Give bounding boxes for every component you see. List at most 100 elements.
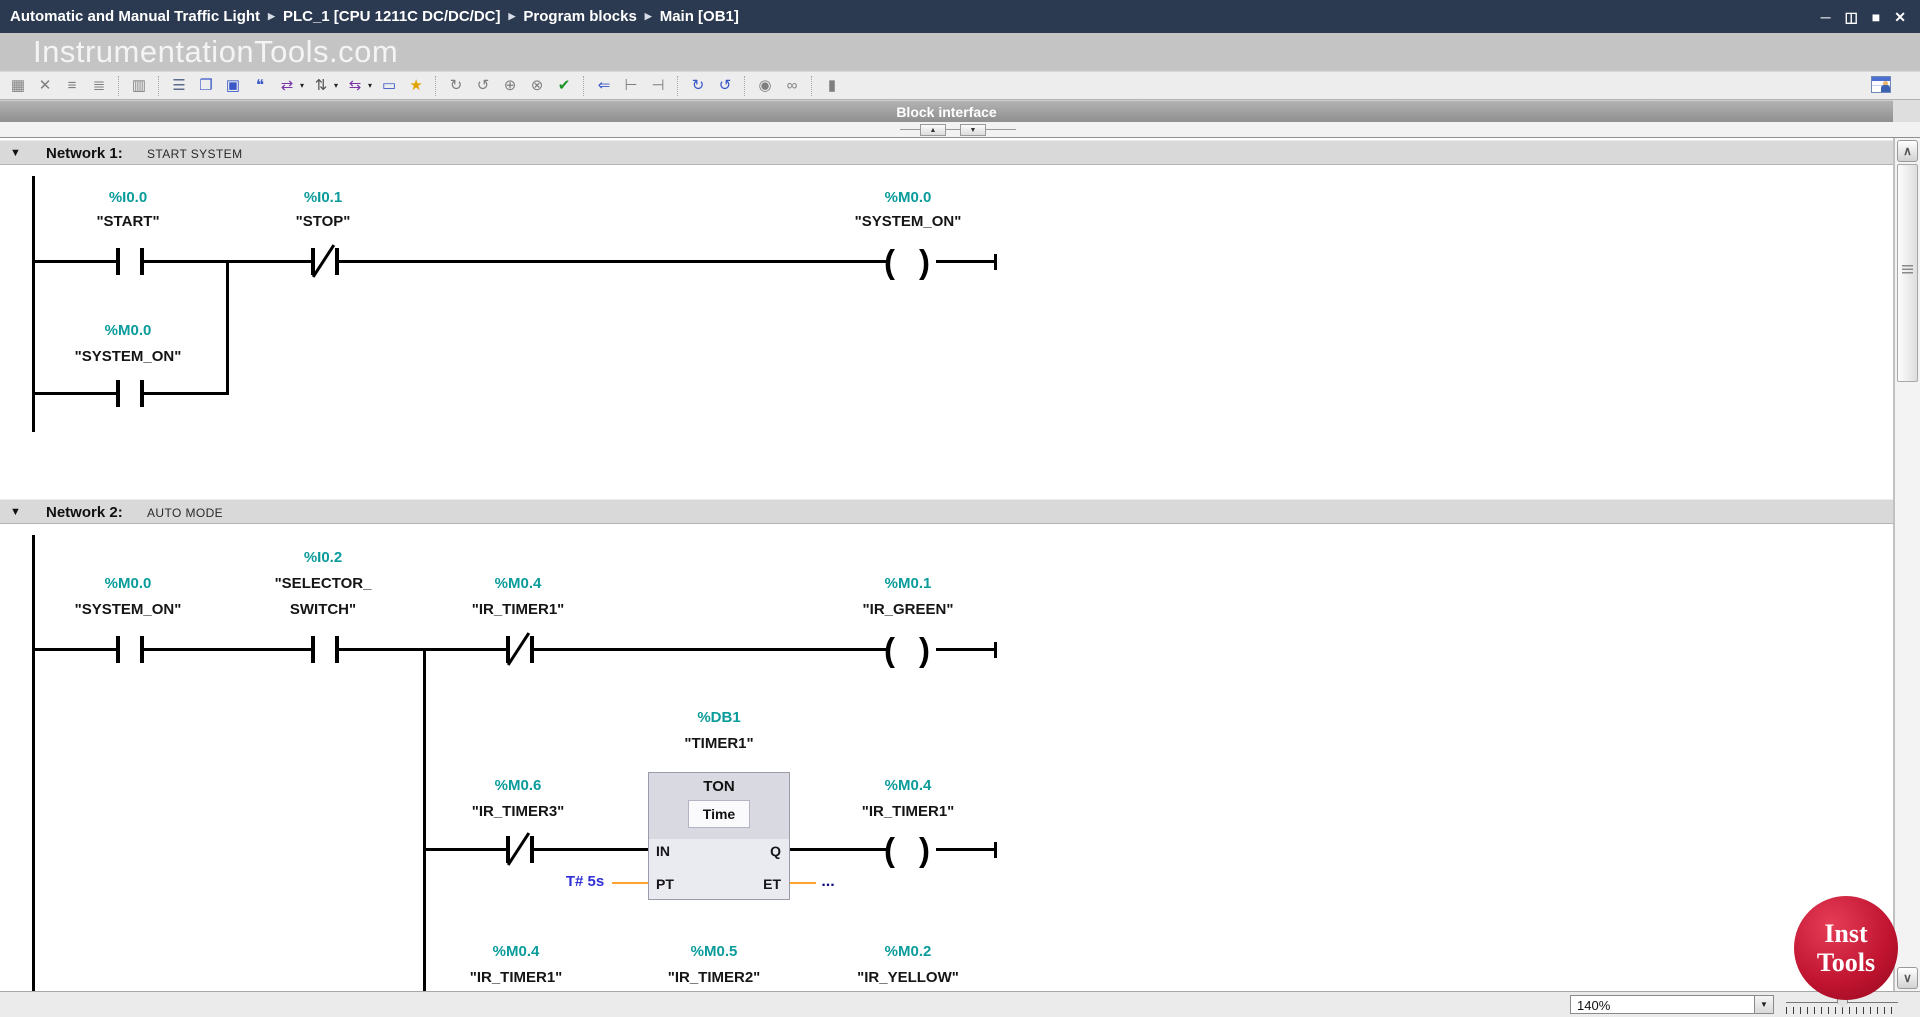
operand-address[interactable]: %I0.1 (303, 189, 343, 206)
keep-actual-values-icon[interactable]: ▥ (131, 77, 147, 94)
timer-datatype-field[interactable]: Time (688, 800, 750, 828)
vertical-scrollbar[interactable]: ∧ ∨ (1894, 138, 1920, 991)
goto-definition-icon[interactable]: ⇐ (597, 77, 611, 94)
dropdown-caret-icon[interactable]: ▾ (334, 81, 339, 90)
coil-symbol[interactable]: ( (884, 631, 895, 668)
consistency-check-icon[interactable]: ✔ (557, 77, 571, 94)
delete-network-icon[interactable]: ✕ (38, 77, 52, 94)
pt-constant-value[interactable]: T# 5s (565, 873, 605, 890)
favorites-icon[interactable]: ★ (409, 77, 423, 94)
insert-empty-line-icon[interactable]: ≡ (67, 77, 77, 94)
no-contact-selector[interactable] (311, 636, 315, 663)
operand-name[interactable]: "SYSTEM_ON" (74, 601, 182, 618)
dropdown-caret-icon[interactable]: ▾ (368, 81, 373, 90)
operand-address[interactable]: %M0.0 (104, 322, 152, 339)
call-environment-icon[interactable]: ↺ (476, 77, 490, 94)
nc-contact-ir-timer1[interactable] (506, 636, 510, 663)
pin-et-label[interactable]: ET (763, 876, 781, 892)
network1-header[interactable]: ▼ Network 1: START SYSTEM (0, 140, 1893, 165)
operand-name[interactable]: "IR_YELLOW" (857, 969, 959, 986)
operand-name[interactable]: "IR_TIMER3" (471, 803, 565, 820)
network-comments-icon[interactable]: ❝ (255, 77, 265, 94)
operand-address[interactable]: %M0.0 (884, 189, 932, 206)
network2-comment[interactable]: AUTO MODE (147, 506, 224, 520)
operand-address[interactable]: %M0.4 (492, 943, 540, 960)
network1-comment[interactable]: START SYSTEM (147, 147, 243, 161)
collapse-triangle-icon[interactable]: ▼ (10, 506, 21, 518)
monitor-selection-icon[interactable]: ◉ (758, 77, 772, 94)
coil-symbol[interactable]: ( (884, 831, 895, 868)
collapse-triangle-icon[interactable]: ▼ (10, 147, 21, 159)
operand-address[interactable]: %M0.2 (884, 943, 932, 960)
operand-address[interactable]: %M0.6 (494, 777, 542, 794)
close-button[interactable]: ✕ (1894, 8, 1906, 25)
operand-name[interactable]: "IR_TIMER1" (471, 601, 565, 618)
block-interface-bar[interactable]: Block interface (0, 100, 1893, 122)
operand-name[interactable]: SWITCH" (289, 601, 357, 618)
interface-collapse-button[interactable]: ▼ (960, 124, 986, 136)
expand-networks-icon[interactable]: ❐ (199, 77, 213, 94)
insert-coil-icon[interactable]: ⇆ (348, 77, 362, 94)
go-offline-icon[interactable]: ↺ (718, 77, 732, 94)
update-block-calls-icon[interactable]: ↻ (449, 77, 463, 94)
breadcrumb-plc[interactable]: PLC_1 [CPU 1211C DC/DC/DC] (282, 8, 501, 25)
operand-address[interactable]: %I0.2 (303, 549, 343, 566)
expand-all-icon[interactable]: ⊕ (503, 77, 517, 94)
operand-name[interactable]: "IR_TIMER1" (469, 969, 563, 986)
breadcrumb-project[interactable]: Automatic and Manual Traffic Light (10, 8, 261, 25)
no-contact-system-on[interactable] (116, 636, 120, 663)
breadcrumb-main-ob1[interactable]: Main [OB1] (659, 8, 739, 25)
pin-pt-label[interactable]: PT (656, 876, 674, 892)
scrollbar-thumb[interactable] (1897, 164, 1918, 382)
delete-empty-line-icon[interactable]: ≣ (92, 77, 106, 94)
nc-contact-stop[interactable] (311, 248, 315, 275)
dock-window-button[interactable]: ◫ (1844, 8, 1858, 25)
operand-address[interactable]: %M0.4 (884, 777, 932, 794)
operand-address[interactable]: %M0.4 (494, 575, 542, 592)
pin-q-label[interactable]: Q (770, 843, 781, 859)
goto-usage-icon[interactable]: ⊢ (624, 77, 638, 94)
operand-name[interactable]: "IR_TIMER1" (861, 803, 955, 820)
pin-in-label[interactable]: IN (656, 843, 670, 859)
no-contact-start[interactable] (116, 248, 120, 275)
interface-expand-button[interactable]: ▲ (920, 124, 946, 136)
monitoring-onoff-icon[interactable]: ∞ (786, 77, 798, 94)
operand-address[interactable]: %M0.5 (690, 943, 738, 960)
coil-symbol[interactable]: ( (884, 243, 895, 280)
operand-name[interactable]: "IR_TIMER2" (667, 969, 761, 986)
operand-address[interactable]: %I0.0 (108, 189, 148, 206)
absolute-operands-icon[interactable]: ☰ (172, 77, 186, 94)
empty-box-icon[interactable]: ▭ (381, 77, 397, 94)
interface-user-icon[interactable] (1871, 76, 1891, 93)
operand-name[interactable]: "STOP" (295, 213, 351, 230)
ton-timer-block[interactable]: TON Time IN Q PT ET (648, 772, 790, 900)
minimize-button[interactable]: ─ (1820, 8, 1831, 25)
network2-header[interactable]: ▼ Network 2: AUTO MODE (0, 499, 1893, 524)
collapse-networks-icon[interactable]: ▣ (225, 77, 241, 94)
db-name[interactable]: "TIMER1" (684, 735, 754, 752)
scroll-up-button[interactable]: ∧ (1897, 140, 1918, 162)
nc-contact-ir-timer3[interactable] (506, 836, 510, 863)
insert-contact-icon[interactable]: ⇅ (314, 77, 328, 94)
operand-name[interactable]: "IR_GREEN" (862, 601, 954, 618)
dropdown-caret-icon[interactable]: ▾ (300, 81, 305, 90)
db-address[interactable]: %DB1 (697, 709, 741, 726)
insert-network-icon[interactable]: ▦ (10, 77, 26, 94)
operand-name[interactable]: "SYSTEM_ON" (854, 213, 962, 230)
breadcrumb-program-blocks[interactable]: Program blocks (523, 8, 637, 25)
operand-name[interactable]: "SYSTEM_ON" (74, 348, 182, 365)
collapse-all-icon[interactable]: ⊗ (530, 77, 544, 94)
goto-next-point-icon[interactable]: ⊣ (651, 77, 665, 94)
insert-branch-icon[interactable]: ⇄ (280, 77, 294, 94)
zoom-combobox[interactable]: 140% ▼ (1570, 995, 1774, 1014)
operand-name[interactable]: "START" (96, 213, 160, 230)
operand-address[interactable]: %M0.1 (884, 575, 932, 592)
maximize-button[interactable]: ■ (1871, 8, 1881, 25)
zoom-dropdown-button[interactable]: ▼ (1754, 996, 1773, 1013)
know-how-protection-icon[interactable]: ▮ (827, 77, 837, 94)
operand-name[interactable]: "SELECTOR_ (274, 575, 372, 592)
go-online-icon[interactable]: ↻ (691, 77, 705, 94)
et-output-placeholder[interactable]: ... (821, 873, 835, 890)
no-contact-seal[interactable] (116, 380, 120, 407)
scroll-down-button[interactable]: ∨ (1897, 967, 1918, 989)
